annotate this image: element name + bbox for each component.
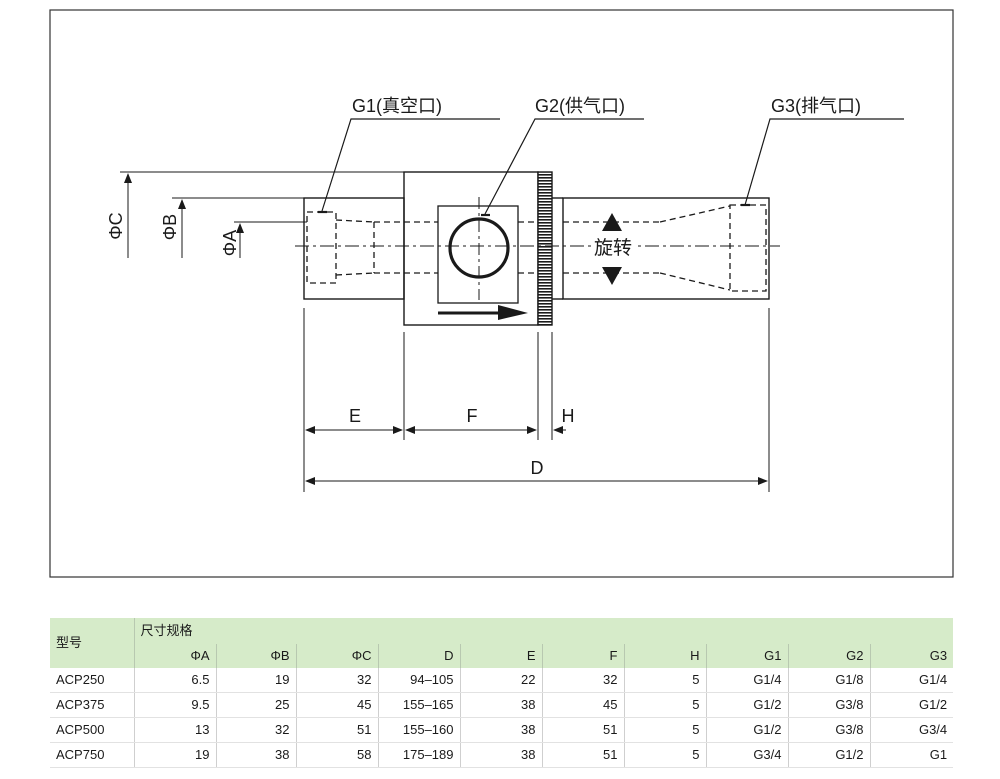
table-cell: 25: [215, 692, 296, 718]
hidden-lines: [306, 204, 767, 292]
table-cell: 32: [295, 668, 378, 693]
g2-port-window: [437, 205, 519, 304]
spec-table: 型号 尺寸规格 ΦA ΦB ΦC D E F H G1 G2 G3 ACP250…: [50, 618, 954, 768]
table-cell: 155–165: [377, 692, 460, 718]
col-f: F: [541, 644, 624, 668]
model-cell: ACP500: [50, 717, 134, 743]
table-cell: 38: [459, 717, 542, 743]
diameter-extension-lines: [120, 171, 404, 223]
table-cell: G1: [869, 742, 954, 768]
col-g2: G2: [787, 644, 870, 668]
table-cell: 38: [215, 742, 296, 768]
g1-label: G1(真空口): [352, 96, 442, 116]
table-cell: G3/8: [787, 692, 870, 718]
phi-a-label: ΦA: [220, 230, 240, 256]
col-e: E: [459, 644, 542, 668]
table-cell: 5: [623, 742, 706, 768]
port-leaders: [321, 118, 904, 215]
table-cell: 5: [623, 692, 706, 718]
table-cell: 51: [541, 717, 624, 743]
col-phi-c: ΦC: [295, 644, 378, 668]
table-cell: G1/8: [787, 668, 870, 693]
table-cell: 13: [133, 717, 216, 743]
model-header: 型号: [50, 618, 135, 668]
col-g1: G1: [705, 644, 788, 668]
table-cell: 6.5: [133, 668, 216, 693]
table-cell: 5: [623, 668, 706, 693]
table-row: ACP500 13 32 51 155–160 38 51 5 G1/2 G3/…: [50, 717, 954, 743]
table-cell: G1/2: [705, 717, 788, 743]
col-g3: G3: [869, 644, 954, 668]
table-cell: G3/4: [705, 742, 788, 768]
g3-label: G3(排气口): [771, 96, 861, 116]
table-cell: G1/4: [869, 668, 954, 693]
table-cell: 32: [541, 668, 624, 693]
leader-ticks: [318, 203, 750, 217]
table-cell: G3/8: [787, 717, 870, 743]
col-phi-b: ΦB: [215, 644, 296, 668]
drawing-frame: [49, 9, 954, 578]
model-cell: ACP375: [50, 692, 134, 718]
dim-f-label: F: [467, 406, 478, 426]
right-body: [562, 197, 770, 300]
table-cell: G1/2: [869, 692, 954, 718]
table-row: ACP375 9.5 25 45 155–165 38 45 5 G1/2 G3…: [50, 692, 954, 718]
table-cell: 19: [215, 668, 296, 693]
flow-arrow: [438, 305, 528, 320]
rotate-label: 旋转: [594, 237, 632, 259]
table-cell: 38: [459, 742, 542, 768]
table-row: ACP750 19 38 58 175–189 38 51 5 G3/4 G1/…: [50, 742, 954, 768]
model-cell: ACP750: [50, 742, 134, 768]
model-cell: ACP250: [50, 668, 134, 693]
table-cell: G1/2: [705, 692, 788, 718]
rotate-arrows: [602, 213, 622, 285]
table-cell: 155–160: [377, 717, 460, 743]
knurled-ring: [537, 171, 553, 326]
dims-header: 尺寸规格: [134, 618, 954, 644]
table-cell: G1/4: [705, 668, 788, 693]
table-cell: 58: [295, 742, 378, 768]
col-h: H: [623, 644, 706, 668]
table-cell: 19: [133, 742, 216, 768]
table-cell: 38: [459, 692, 542, 718]
table-cell: 22: [459, 668, 542, 693]
dim-h-label: H: [562, 406, 575, 426]
dim-e-label: E: [349, 406, 361, 426]
rotate-label-bg: [591, 236, 635, 258]
left-body: [303, 171, 770, 326]
table-cell: 9.5: [133, 692, 216, 718]
g2-label: G2(供气口): [535, 96, 625, 116]
col-d: D: [377, 644, 460, 668]
vacuum-pump-drawing: 旋转 G1(真空口) G2(供气口) G3(排气口) ΦC ΦB ΦA E F …: [49, 9, 954, 578]
length-extension-lines: [303, 308, 770, 492]
table-cell: 94–105: [377, 668, 460, 693]
table-cell: 175–189: [377, 742, 460, 768]
table-cell: 32: [215, 717, 296, 743]
dim-d-label: D: [531, 458, 544, 478]
table-row: ACP250 6.5 19 32 94–105 22 32 5 G1/4 G1/…: [50, 668, 954, 693]
table-cell: G3/4: [869, 717, 954, 743]
phi-b-label: ΦB: [160, 214, 180, 240]
phi-c-label: ΦC: [106, 212, 126, 239]
table-cell: 51: [541, 742, 624, 768]
table-cell: G1/2: [787, 742, 870, 768]
table-cell: 5: [623, 717, 706, 743]
table-cell: 45: [541, 692, 624, 718]
table-cell: 51: [295, 717, 378, 743]
table-cell: 45: [295, 692, 378, 718]
col-phi-a: ΦA: [133, 644, 216, 668]
